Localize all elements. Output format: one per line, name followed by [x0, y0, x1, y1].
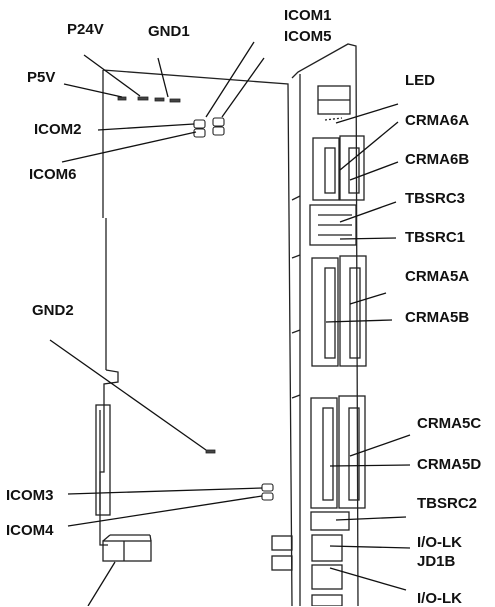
front-panel	[291, 43, 359, 606]
bottom-connector	[102, 540, 152, 562]
crma5c-connector	[310, 397, 338, 509]
label-crma5c: CRMA5C	[417, 415, 482, 432]
label-crma5a: CRMA5A	[405, 268, 470, 285]
crma5b-connector	[339, 255, 367, 367]
crma5a-connector	[311, 257, 339, 367]
label-iolk-1: I/O-LK	[417, 534, 462, 551]
crma6b-leader	[349, 161, 399, 181]
label-crma5d: CRMA5D	[417, 456, 482, 473]
label-icom4: ICOM4	[6, 522, 54, 539]
icom5-leader	[221, 57, 265, 118]
crma5c-leader	[349, 434, 411, 457]
bottom-leader	[87, 561, 116, 606]
crma5b-leader	[325, 319, 393, 323]
tbsrc-terminal-block	[309, 204, 357, 246]
tbsrc2-block	[310, 511, 350, 531]
crma6a-leader	[339, 121, 399, 171]
board-outline	[99, 69, 293, 606]
icom4-leader	[67, 495, 263, 527]
label-led: LED	[405, 72, 435, 89]
label-crma6b: CRMA6B	[405, 151, 470, 168]
p5v-leader	[63, 83, 123, 98]
label-p5v: P5V	[27, 69, 56, 86]
icom2-terminal	[193, 119, 206, 129]
icom3-terminal	[261, 483, 274, 492]
label-icom1: ICOM1	[284, 7, 332, 24]
iolk-leader	[329, 567, 407, 591]
leader-lines	[49, 41, 411, 606]
iolk-connector	[311, 564, 343, 590]
label-gnd2: GND2	[32, 302, 74, 319]
led-leader	[335, 103, 399, 124]
icom6-leader	[61, 131, 197, 163]
label-crma6a: CRMA6A	[405, 112, 470, 129]
label-icom5: ICOM5	[284, 28, 332, 45]
label-jd1b: JD1B	[417, 553, 456, 570]
crma6b-connector	[339, 135, 365, 201]
p24v-pin	[137, 96, 149, 101]
tbsrc3-leader	[339, 201, 397, 223]
label-iolk-2: I/O-LK	[417, 590, 462, 607]
icom6-terminal	[193, 128, 206, 138]
icom3-leader	[67, 487, 263, 495]
label-p24v: P24V	[67, 21, 104, 38]
icom2-leader	[97, 123, 195, 131]
p24v-leader	[83, 54, 141, 97]
edge-connector	[95, 404, 111, 516]
p5v-pin	[117, 96, 127, 101]
icom1-leader	[205, 41, 255, 118]
crma5d-leader	[329, 464, 411, 467]
label-tbsrc3: TBSRC3	[405, 190, 466, 207]
icom1-terminal	[212, 117, 225, 127]
label-tbsrc1: TBSRC1	[405, 229, 466, 246]
crma5d-connector	[338, 395, 366, 509]
gnd2-leader	[49, 339, 207, 451]
tbsrc1-leader	[339, 237, 397, 240]
icom5-terminal	[212, 126, 225, 136]
label-icom6: ICOM6	[29, 166, 77, 183]
jd1b-leader	[329, 545, 411, 549]
label-gnd1: GND1	[148, 23, 190, 40]
label-tbsrc2: TBSRC2	[417, 495, 478, 512]
crma6a-connector	[312, 137, 340, 201]
gnd2-pin	[205, 449, 216, 454]
label-icom3: ICOM3	[6, 487, 54, 504]
label-crma5b: CRMA5B	[405, 309, 470, 326]
gnd1-leader	[157, 57, 169, 98]
jd1b-connector	[311, 534, 343, 562]
crma5a-leader	[349, 292, 387, 305]
icom4-terminal	[261, 492, 274, 501]
gnd1-pin	[154, 97, 165, 102]
label-icom2: ICOM2	[34, 121, 82, 138]
tbsrc2-leader	[335, 516, 407, 521]
